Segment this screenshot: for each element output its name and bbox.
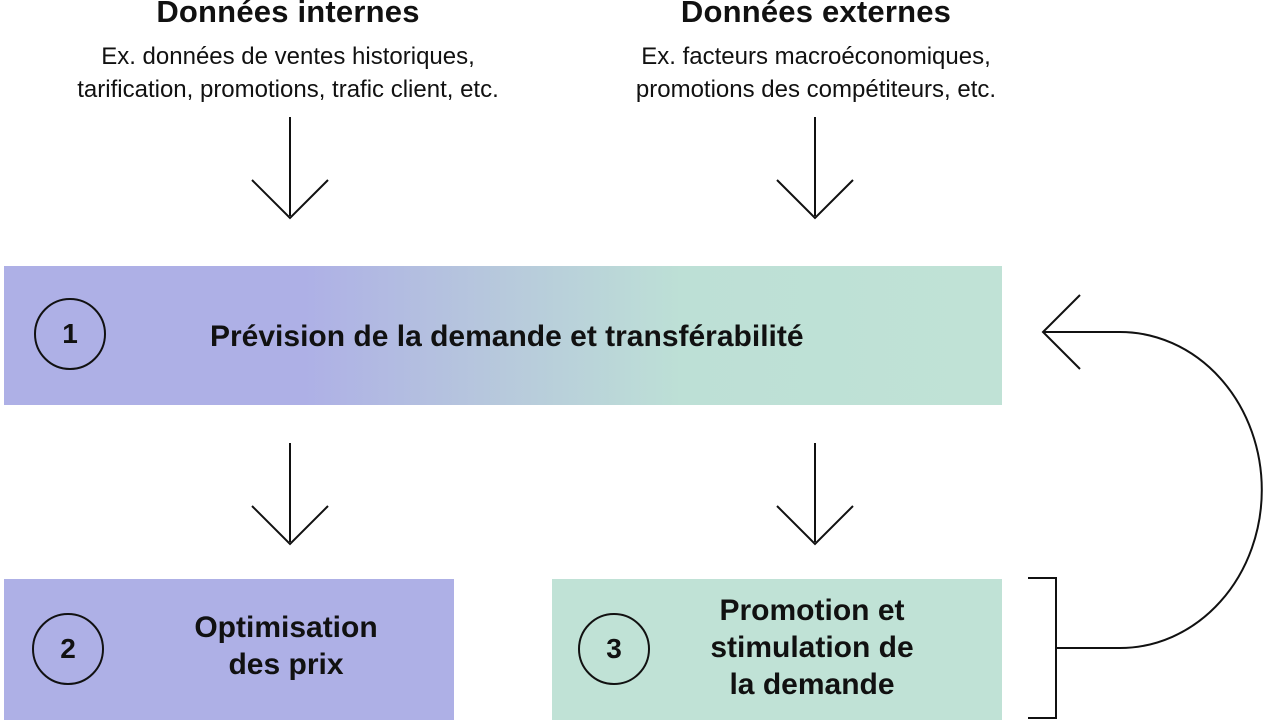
step-3-title-line-2: stimulation de — [710, 631, 914, 664]
step-3-number-badge: 3 — [578, 613, 650, 685]
arrow-external-to-step-1-icon — [776, 117, 854, 220]
step-1-demand-forecast-box: 1 Prévision de la demande et transférabi… — [4, 266, 1002, 405]
arrow-step-1-to-step-3-icon — [776, 443, 854, 546]
external-data-description: Ex. facteurs macroéconomiques, promotion… — [578, 40, 1054, 106]
feedback-loop-arrow-icon — [1041, 294, 1263, 649]
step-3-title-line-1: Promotion et — [719, 594, 905, 627]
external-data-line-1: Ex. facteurs macroéconomiques, — [641, 43, 991, 70]
step-1-title-line: Prévision de la demande et transférabili… — [210, 320, 804, 353]
external-data-line-2: promotions des compétiteurs, etc. — [635, 76, 997, 103]
step-2-price-optimization-box: 2 Optimisation des prix — [4, 579, 454, 720]
feedback-bracket-icon — [1028, 577, 1057, 719]
step-2-number-badge: 2 — [32, 613, 104, 685]
step-1-number-badge: 1 — [34, 298, 106, 370]
step-1-title: Prévision de la demande et transférabili… — [210, 318, 804, 355]
internal-data-description: Ex. données de ventes historiques, tarif… — [20, 40, 556, 106]
step-2-title-line-2: des prix — [228, 648, 344, 681]
external-data-title: Données externes — [680, 0, 952, 29]
internal-data-line-2: tarification, promotions, trafic client,… — [77, 76, 499, 103]
step-3-promotion-box: 3 Promotion et stimulation de la demande — [552, 579, 1002, 720]
arrow-internal-to-step-1-icon — [251, 117, 329, 220]
step-3-title-line-3: la demande — [729, 668, 895, 701]
step-2-title-line-1: Optimisation — [194, 611, 378, 644]
internal-data-line-1: Ex. données de ventes historiques, — [101, 43, 475, 70]
step-3-title: Promotion et stimulation de la demande — [692, 592, 932, 703]
step-2-title: Optimisation des prix — [166, 609, 406, 683]
internal-data-title: Données internes — [156, 0, 420, 29]
arrow-step-1-to-step-2-icon — [251, 443, 329, 546]
